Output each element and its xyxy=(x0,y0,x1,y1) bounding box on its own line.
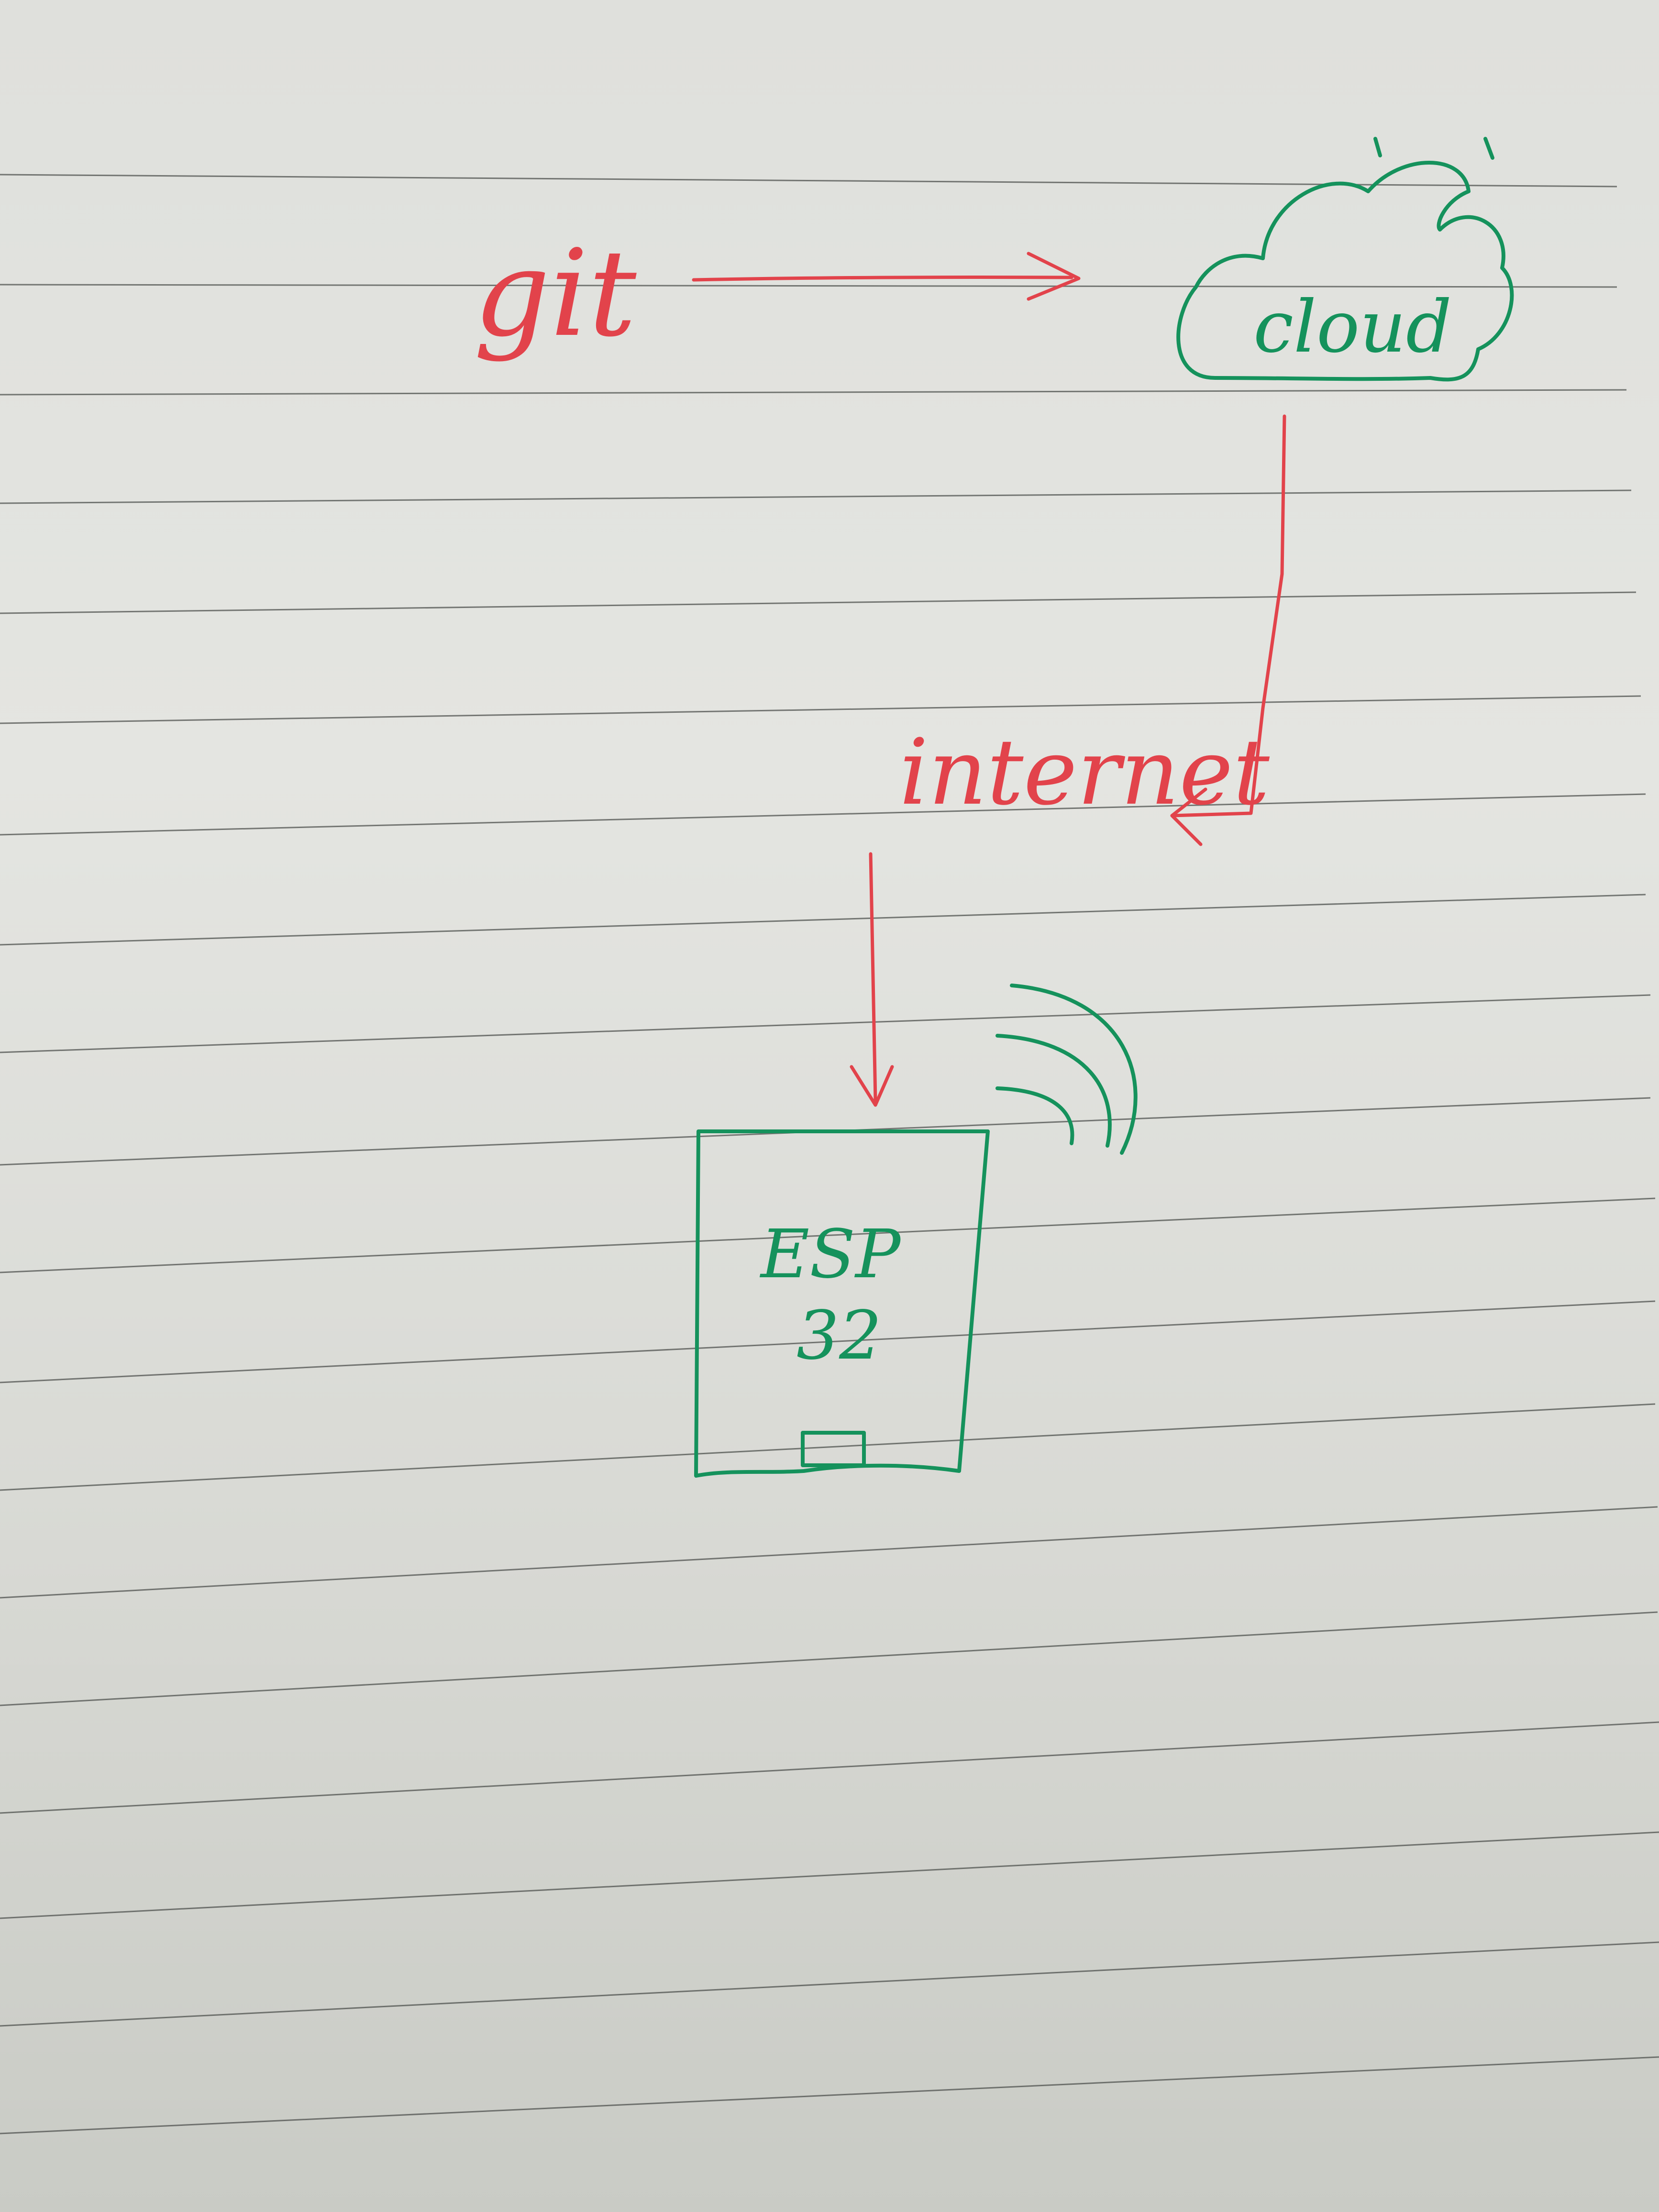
git-label: git xyxy=(474,224,637,363)
git-to-cloud-arrow xyxy=(692,252,1081,301)
cloud-icon xyxy=(1176,137,1514,382)
internet-label: internet xyxy=(899,719,1270,825)
cloud-to-internet-arrow xyxy=(1170,414,1286,846)
internet-to-esp32-arrow xyxy=(850,852,894,1107)
wifi-signal-icon xyxy=(995,984,1138,1155)
esp32-label-line1: ESP xyxy=(759,1216,902,1294)
notebook-ruled-lines xyxy=(0,174,1659,2135)
cloud-label: cloud xyxy=(1253,286,1452,369)
esp32-board-icon xyxy=(694,1129,990,1478)
esp32-label-line2: 32 xyxy=(796,1297,882,1375)
